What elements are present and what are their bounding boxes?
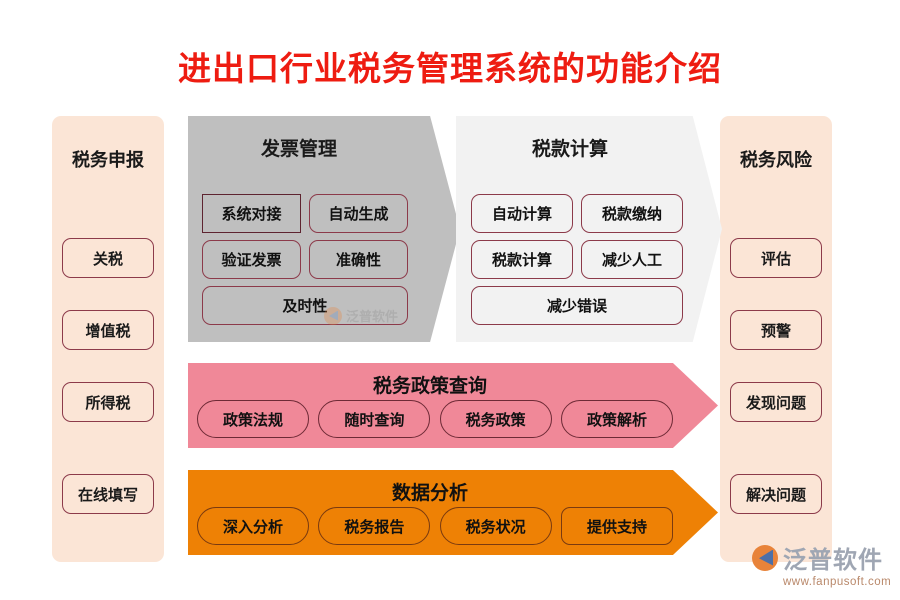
- panel-0-grid: 系统对接 自动生成 验证发票 准确性 及时性: [202, 194, 408, 332]
- band-1-pill-1[interactable]: 税务报告: [318, 507, 431, 545]
- band-0-pills: 政策法规 随时查询 税务政策 政策解析: [197, 400, 673, 438]
- brand-logo: 泛普软件 www.fanpusoft.com: [752, 540, 891, 588]
- panel-0-cell-1-0[interactable]: 验证发票: [202, 240, 301, 279]
- column-tax-declaration: 税务申报 关税 增值税 所得税 在线填写: [52, 116, 164, 562]
- column-left-item-2[interactable]: 所得税: [62, 382, 154, 422]
- column-right-item-1[interactable]: 预警: [730, 310, 822, 350]
- panel-0-cell-2-0[interactable]: 及时性: [202, 286, 408, 325]
- panel-0-title: 发票管理: [260, 139, 337, 160]
- panel-0-row-0: 系统对接 自动生成: [202, 194, 408, 233]
- band-0-pill-1[interactable]: 随时查询: [318, 400, 431, 438]
- panel-1-title: 税款计算: [531, 139, 608, 160]
- panel-1-cell-0-1[interactable]: 税款缴纳: [581, 194, 683, 233]
- band-1-pills: 深入分析 税务报告 税务状况 提供支持: [197, 507, 673, 545]
- page-title: 进出口行业税务管理系统的功能介绍: [178, 50, 722, 87]
- band-0-pill-2[interactable]: 税务政策: [439, 400, 552, 438]
- panel-1-row-0: 自动计算 税款缴纳: [471, 194, 683, 233]
- column-right-item-3[interactable]: 解决问题: [730, 474, 822, 514]
- brand-logo-row: 泛普软件: [752, 540, 883, 575]
- band-data-analysis: 数据分析 深入分析 税务报告 税务状况 提供支持: [188, 470, 718, 555]
- panel-0-row-1: 验证发票 准确性: [202, 240, 408, 279]
- panel-1-cell-1-0[interactable]: 税款计算: [471, 240, 573, 279]
- column-right-title: 税务风险: [740, 150, 812, 170]
- band-1-pill-3[interactable]: 提供支持: [560, 507, 673, 545]
- panel-1-row-2: 减少错误: [471, 286, 683, 325]
- panel-tax-calculation: 税款计算 自动计算 税款缴纳 税款计算 减少人工 减少错误: [456, 116, 722, 342]
- brand-url: www.fanpusoft.com: [783, 576, 892, 588]
- column-left-item-0[interactable]: 关税: [62, 238, 154, 278]
- panel-1-cell-1-1[interactable]: 减少人工: [581, 240, 683, 279]
- band-0-pill-0[interactable]: 政策法规: [197, 400, 309, 438]
- column-right-item-2[interactable]: 发现问题: [730, 382, 822, 422]
- band-tax-policy-query: 税务政策查询 政策法规 随时查询 税务政策 政策解析: [188, 363, 718, 448]
- panel-0-cell-0-1[interactable]: 自动生成: [309, 194, 408, 233]
- panel-1-cell-0-0[interactable]: 自动计算: [471, 194, 573, 233]
- column-right-item-0[interactable]: 评估: [730, 238, 822, 278]
- fanpu-logo-icon: [752, 544, 778, 571]
- panel-0-row-2: 及时性: [202, 286, 408, 325]
- band-1-pill-2[interactable]: 税务状况: [439, 507, 552, 545]
- band-0-pill-3[interactable]: 政策解析: [560, 400, 673, 438]
- panel-invoice-management: 发票管理 系统对接 自动生成 验证发票 准确性 及时性 泛普软件: [188, 116, 460, 342]
- band-1-title: 数据分析: [391, 483, 468, 504]
- column-left-title: 税务申报: [72, 150, 144, 170]
- band-0-title: 税务政策查询: [372, 376, 487, 397]
- column-left-item-3[interactable]: 在线填写: [62, 474, 154, 514]
- panel-1-row-1: 税款计算 减少人工: [471, 240, 683, 279]
- panel-0-cell-1-1[interactable]: 准确性: [309, 240, 408, 279]
- column-tax-risk: 税务风险 评估 预警 发现问题 解决问题: [720, 116, 832, 562]
- band-1-pill-0[interactable]: 深入分析: [197, 507, 309, 545]
- panel-1-grid: 自动计算 税款缴纳 税款计算 减少人工 减少错误: [471, 194, 683, 332]
- column-left-item-1[interactable]: 增值税: [62, 310, 154, 350]
- panel-0-cell-0-0[interactable]: 系统对接: [202, 194, 301, 233]
- brand-name: 泛普软件: [783, 547, 883, 574]
- panel-1-cell-2-0[interactable]: 减少错误: [471, 286, 683, 325]
- panel-chevron-shape: [188, 116, 460, 342]
